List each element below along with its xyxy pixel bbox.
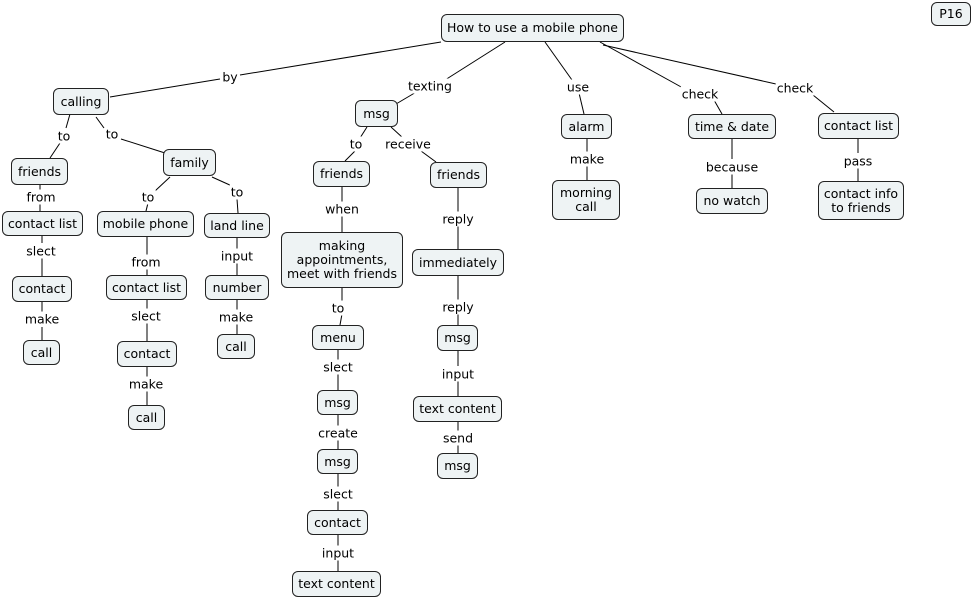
link-label-check-2: check (775, 80, 815, 96)
link-label-input-3: input (440, 366, 476, 382)
node-msg-5[interactable]: msg (437, 453, 478, 479)
node-calling[interactable]: calling (53, 88, 109, 115)
link-label-send: send (441, 430, 475, 446)
node-mobile-phone[interactable]: mobile phone (97, 211, 194, 237)
node-morning-call[interactable]: morning call (552, 180, 620, 220)
link-label-input-2: input (320, 545, 356, 561)
link-label-make-4: make (568, 151, 606, 167)
link-label-make-2: make (127, 376, 165, 392)
node-msg-3[interactable]: msg (317, 449, 358, 474)
node-friends-3[interactable]: friends (430, 162, 487, 188)
link-label-make-3: make (217, 309, 255, 325)
link-label-from-2: from (130, 254, 162, 270)
link-label-use: use (565, 79, 591, 95)
node-msg-4[interactable]: msg (437, 325, 478, 351)
link-label-pass: pass (842, 153, 874, 169)
link-label-because: because (704, 159, 760, 175)
node-contact-3[interactable]: contact (307, 510, 368, 535)
node-call-1[interactable]: call (23, 340, 60, 365)
link-label-reply-2: reply (441, 299, 475, 315)
link-label-make-1: make (23, 311, 61, 327)
link-label-receive: receive (384, 136, 432, 152)
link-label-check-1: check (680, 86, 720, 102)
link-label-to-2: to (104, 126, 120, 142)
node-number[interactable]: number (205, 275, 269, 300)
node-friends-2[interactable]: friends (313, 161, 370, 187)
link-label-to-5: to (348, 136, 364, 152)
node-no-watch[interactable]: no watch (696, 188, 768, 214)
node-contact-list-2[interactable]: contact list (106, 275, 187, 300)
link-label-when: when (324, 201, 360, 217)
node-making-appointments[interactable]: making appointments, meet with friends (281, 232, 403, 288)
link-label-by: by (221, 69, 239, 85)
node-time-date[interactable]: time & date (688, 114, 776, 139)
node-alarm[interactable]: alarm (561, 114, 612, 139)
node-contact-info[interactable]: contact info to friends (818, 181, 904, 220)
link-label-to-4: to (229, 184, 245, 200)
node-contact-1[interactable]: contact (12, 276, 72, 302)
page-tag: P16 (931, 2, 971, 26)
node-contact-2[interactable]: contact (117, 341, 177, 367)
link-label-slect-3: slect (322, 359, 354, 375)
node-menu[interactable]: menu (312, 325, 364, 350)
link-label-slect-4: slect (322, 486, 354, 502)
link-label-to-6: to (330, 300, 346, 316)
link-label-reply-1: reply (441, 211, 475, 227)
node-msg-top[interactable]: msg (355, 100, 398, 127)
node-contact-list-1[interactable]: contact list (2, 211, 83, 236)
link-label-input-1: input (219, 248, 255, 264)
node-land-line[interactable]: land line (204, 213, 270, 238)
link-label-to-3: to (140, 189, 156, 205)
root-node[interactable]: How to use a mobile phone (441, 14, 624, 42)
node-call-2[interactable]: call (128, 405, 165, 430)
link-label-slect-2: slect (130, 308, 162, 324)
node-text-content-1[interactable]: text content (292, 571, 381, 597)
link-label-to-1: to (56, 128, 72, 144)
link-label-create: create (317, 425, 359, 441)
link-label-from-1: from (25, 189, 57, 205)
node-call-3[interactable]: call (217, 334, 255, 359)
node-text-content-2[interactable]: text content (413, 396, 502, 422)
link-label-texting: texting (406, 78, 454, 94)
link-label-slect-1: slect (25, 243, 57, 259)
node-friends-1[interactable]: friends (11, 158, 68, 185)
node-immediately[interactable]: immediately (412, 249, 504, 276)
node-contact-list-top[interactable]: contact list (818, 113, 899, 139)
node-family[interactable]: family (163, 149, 216, 176)
node-msg-2[interactable]: msg (317, 390, 358, 415)
